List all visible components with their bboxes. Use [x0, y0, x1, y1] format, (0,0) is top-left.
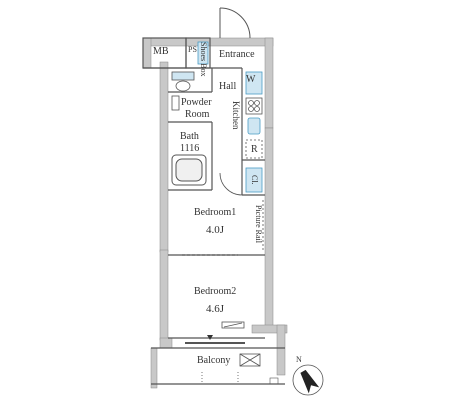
closet-door [219, 172, 243, 196]
bath-label: Bath [180, 131, 199, 142]
ps-label: PS [188, 45, 197, 54]
washer-icon [245, 71, 263, 95]
kitchen-label: Kitchen [231, 101, 241, 130]
balcony-markings [201, 372, 239, 384]
bedroom1-size-label: 4.0J [206, 224, 225, 236]
picture-rail-label: Picture Rail [254, 205, 263, 243]
powder-room-label-2: Room [185, 109, 210, 120]
bathtub-icon [171, 154, 207, 186]
entrance-label: Entrance [219, 49, 255, 60]
balcony-label: Balcony [197, 355, 231, 366]
entrance-door [219, 7, 251, 39]
compass-north-label: N [296, 355, 302, 364]
mb-label: MB [153, 46, 169, 57]
closet-space [245, 167, 263, 193]
stove-icon [245, 97, 263, 115]
hall-label: Hall [219, 81, 237, 92]
compass-icon [292, 364, 324, 396]
closet-label: Cl. [250, 175, 259, 185]
powder-room-label-1: Powder [181, 97, 212, 108]
bath-size-label: 1116 [180, 143, 200, 154]
toilet-icon [171, 71, 195, 92]
washer-label: W [246, 74, 256, 85]
window-arrow-icon [207, 335, 213, 340]
refrigerator-space [245, 139, 263, 159]
outdoor-unit-icon [239, 353, 261, 367]
refrigerator-label: R [251, 144, 258, 155]
kitchen-sink-icon [247, 117, 261, 135]
bedroom2-label: Bedroom2 [194, 286, 237, 297]
bedroom2-size-label: 4.6J [206, 303, 225, 315]
bedroom1-label: Bedroom1 [194, 207, 237, 218]
washbasin-icon [171, 95, 180, 111]
shoe-box [197, 41, 209, 65]
shoe-box-label: Shoes Box [199, 42, 208, 77]
